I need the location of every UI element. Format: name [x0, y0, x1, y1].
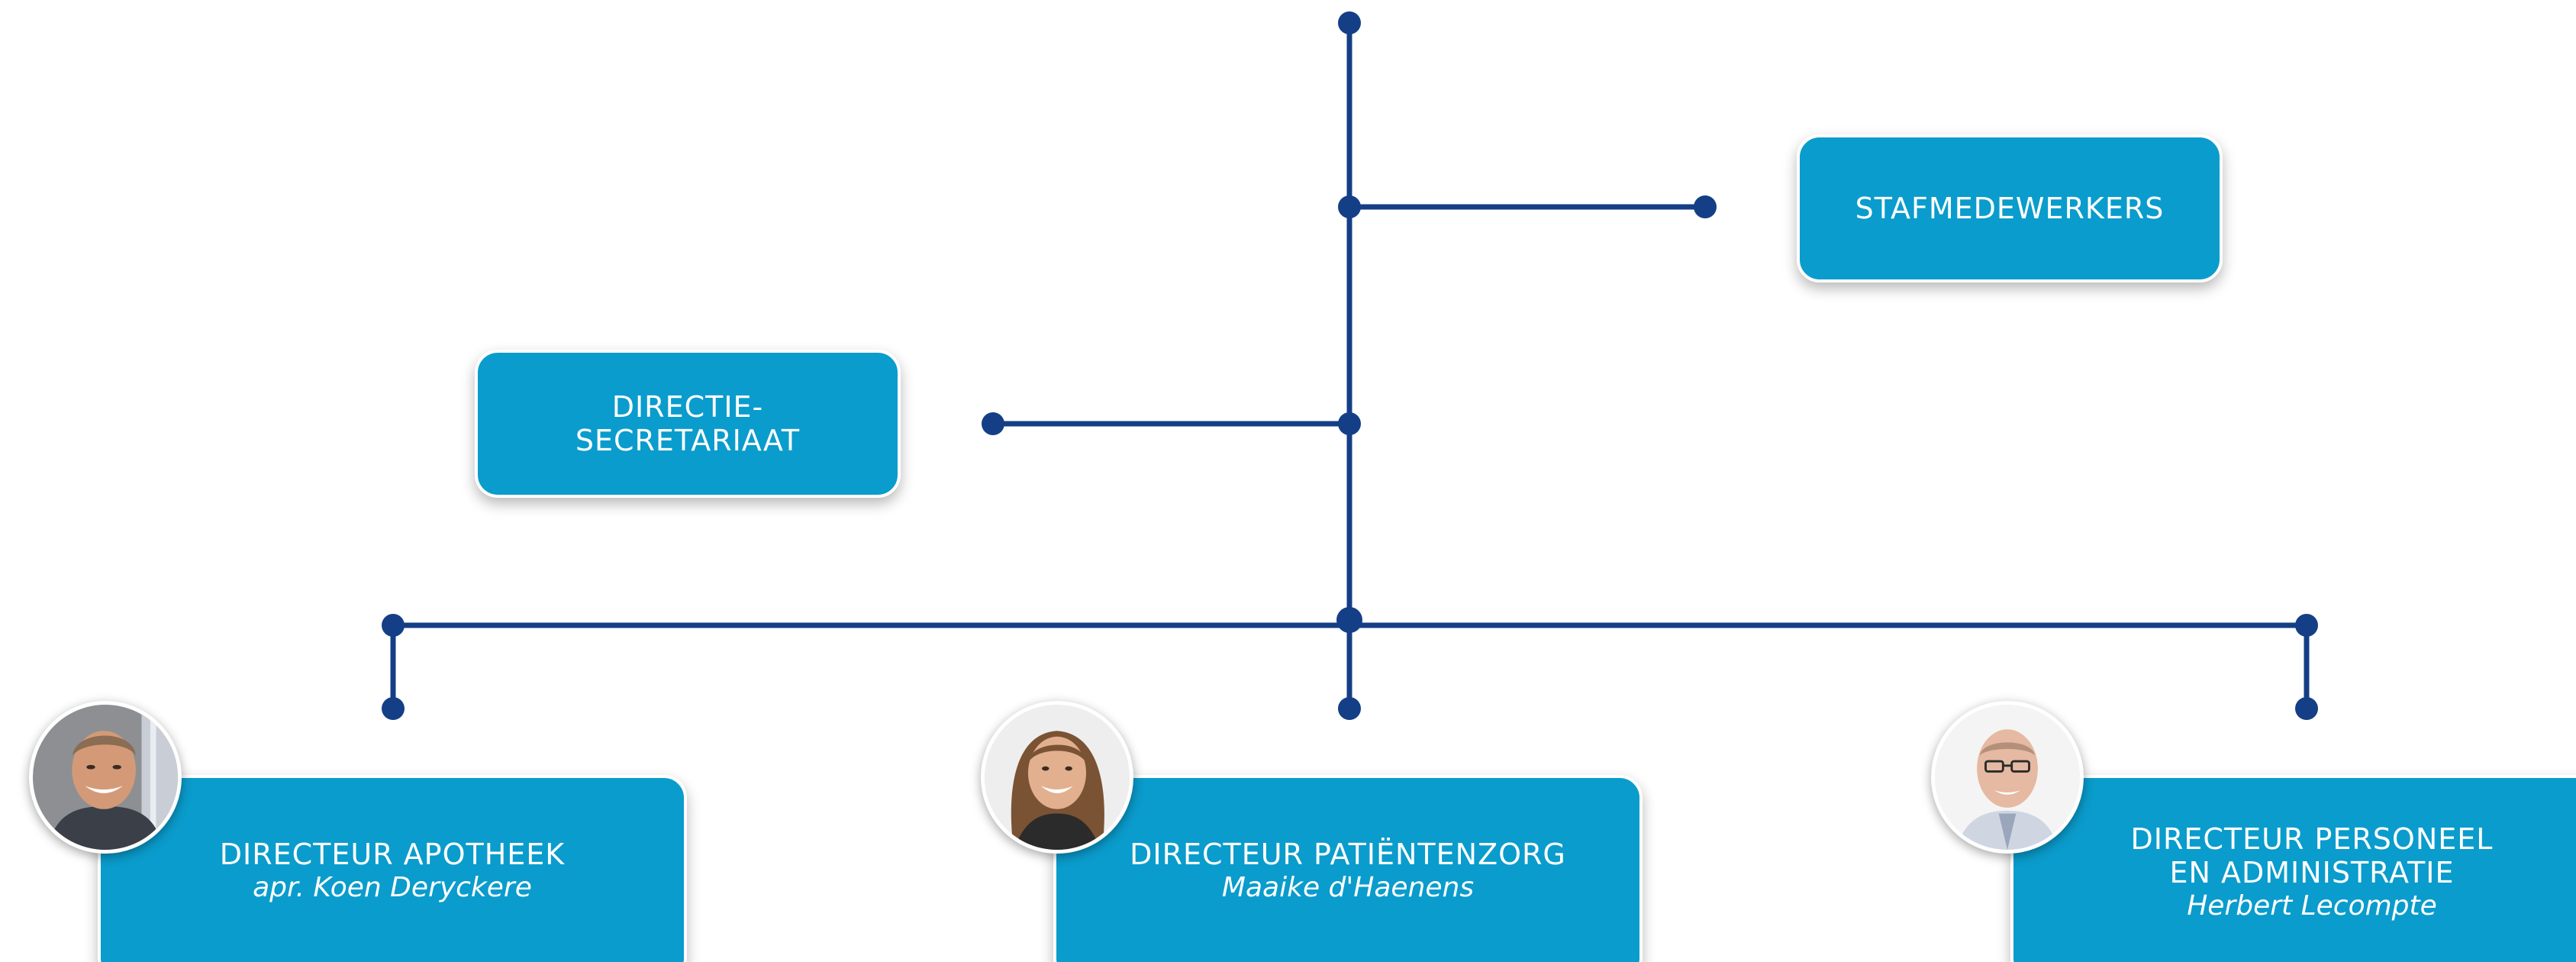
bus-left-node: [382, 614, 405, 637]
director-apotheek-box: DIRECTEUR APOTHEEK apr. Koen Deryckere: [98, 775, 687, 962]
director-patientenzorg-title: DIRECTEUR PATIËNTENZORG: [1130, 838, 1566, 871]
director-apotheek-title: DIRECTEUR APOTHEEK: [219, 838, 566, 871]
secretariat-box: DIRECTIE- SECRETARIAAT: [475, 350, 901, 498]
secretariat-junction-node: [1338, 412, 1361, 435]
staff-junction-node: [1338, 195, 1361, 218]
director-apotheek-name: apr. Koen Deryckere: [253, 872, 532, 903]
staff-end-node: [1694, 195, 1717, 218]
director-apotheek-photo: [29, 701, 182, 854]
director-personeel-title-line1: DIRECTEUR PERSONEEL: [2130, 822, 2494, 856]
director-personeel-box: DIRECTEUR PERSONEEL EN ADMINISTRATIE Her…: [2010, 775, 2576, 962]
director-right-end-node: [2295, 697, 2318, 720]
secretariat-title-line1: DIRECTIE-: [611, 390, 764, 424]
secretariat-title-line2: SECRETARIAAT: [575, 424, 801, 457]
portrait-photo-woman-smiling-icon: [985, 705, 1130, 850]
director-patientenzorg-box: DIRECTEUR PATIËNTENZORG Maaike d'Haenens: [1053, 775, 1643, 962]
director-patientenzorg-photo: [981, 701, 1133, 854]
bus-center-node: [1336, 607, 1362, 633]
bus-right-node: [2295, 614, 2318, 637]
portrait-photo-man-glasses-icon: [1935, 705, 2080, 850]
trunk-top-node: [1338, 11, 1361, 34]
director-personeel-title-line2: EN ADMINISTRATIE: [2169, 856, 2455, 889]
secretariat-end-node: [982, 412, 1004, 435]
staff-title: STAFMEDEWERKERS: [1855, 192, 2165, 225]
director-patientenzorg-name: Maaike d'Haenens: [1221, 872, 1475, 903]
portrait-photo-man-smiling-icon: [33, 705, 178, 850]
director-center-end-node: [1338, 697, 1361, 720]
director-personeel-name: Herbert Lecompte: [2187, 890, 2437, 922]
director-left-end-node: [382, 697, 405, 720]
staff-box: STAFMEDEWERKERS: [1797, 134, 2223, 282]
director-personeel-photo: [1931, 701, 2084, 854]
